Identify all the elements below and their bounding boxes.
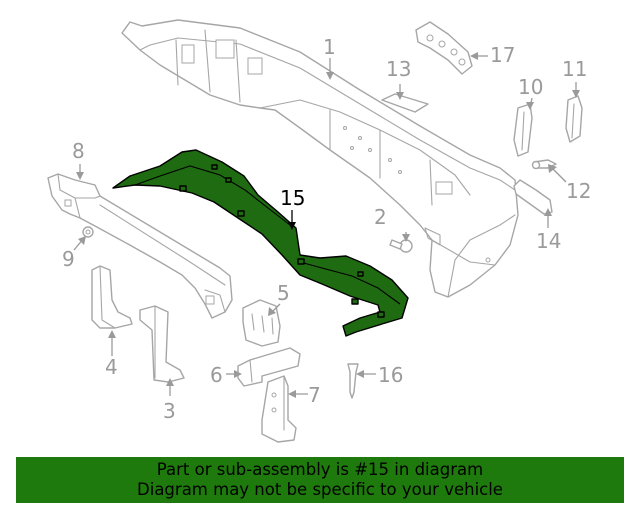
part-1-bumper-cover	[121, 19, 519, 298]
part-8-reinforcement	[47, 173, 233, 319]
callout-9: 9	[62, 247, 75, 271]
part-5-bracket	[242, 299, 281, 347]
part-2-bolt	[389, 239, 413, 253]
part-17-bracket	[415, 21, 473, 75]
part-4-bracket	[91, 265, 133, 329]
part-13-label	[381, 93, 429, 113]
leader-arrowheads	[76, 52, 580, 398]
part-9-nut	[82, 226, 94, 238]
callout-14: 14	[536, 229, 561, 253]
callout-12: 12	[566, 179, 591, 203]
callout-3: 3	[163, 399, 176, 423]
part-11-pad	[565, 95, 583, 143]
part-7-bracket	[261, 375, 297, 443]
callout-11: 11	[562, 57, 587, 81]
callout-labels: 1 2 3 4 5 6 7 8 9 10 11 12 13 14 15 16 1…	[62, 35, 591, 423]
callout-1: 1	[323, 35, 336, 59]
part-15-lower-valance	[112, 149, 409, 337]
part-10-pad	[513, 103, 533, 157]
callout-5: 5	[277, 281, 290, 305]
callout-4: 4	[105, 355, 118, 379]
callout-13: 13	[386, 57, 411, 81]
banner-line-1: Part or sub-assembly is #15 in diagram	[156, 460, 484, 479]
callout-16: 16	[378, 363, 403, 387]
part-16-push-pin	[347, 363, 359, 399]
callout-17: 17	[490, 43, 515, 67]
callout-8: 8	[72, 139, 85, 163]
info-banner: Part or sub-assembly is #15 in diagram D…	[16, 457, 624, 503]
callout-7: 7	[308, 383, 321, 407]
parts-diagram: 1 2 3 4 5 6 7 8 9 10 11 12 13 14 15 16 1…	[47, 19, 591, 443]
part-6-bracket	[237, 347, 301, 387]
callout-10: 10	[518, 75, 543, 99]
callout-6: 6	[210, 363, 223, 387]
part-14-bracket	[513, 179, 553, 215]
callout-15: 15	[280, 186, 305, 210]
banner-line-2: Diagram may not be specific to your vehi…	[137, 480, 503, 499]
callout-2: 2	[374, 205, 387, 229]
part-3-bracket	[139, 305, 185, 383]
